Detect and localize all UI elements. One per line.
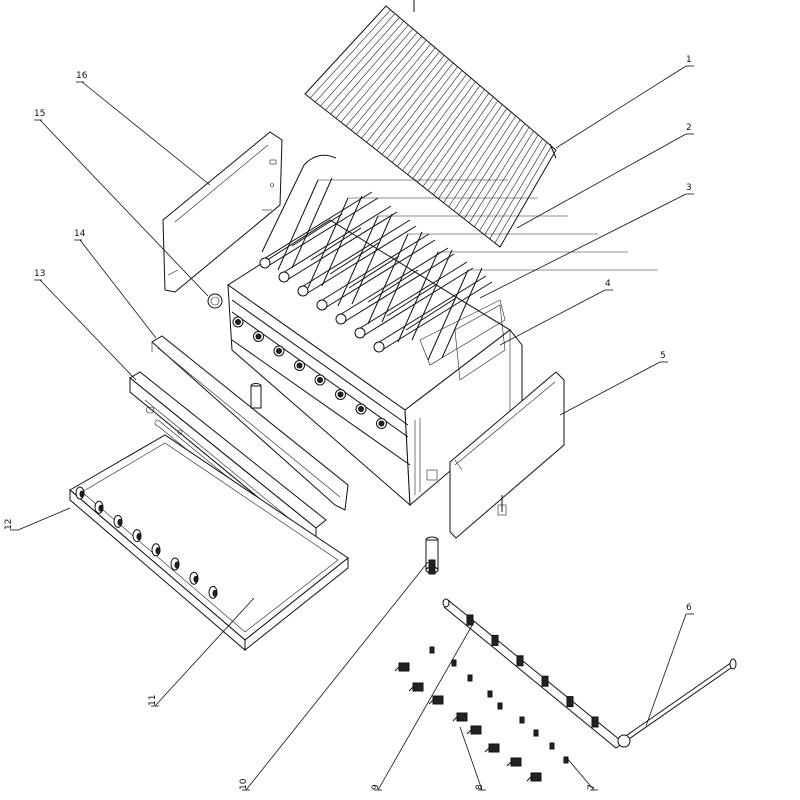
fitting-icon (456, 712, 468, 722)
drip-tray (69, 434, 349, 652)
burner-end-icon (373, 341, 385, 353)
callout-label-12: 12 (4, 519, 14, 530)
callout-label-4: 4 (605, 279, 611, 289)
fitting-icon (488, 743, 500, 753)
callout-label-8: 8 (475, 784, 485, 790)
burner-end-icon (316, 299, 328, 311)
fitting-icon (533, 729, 539, 737)
valve-icon (466, 614, 474, 626)
callout-label-14: 14 (74, 229, 86, 239)
fitting-icon (530, 772, 542, 782)
front-rail (151, 335, 349, 511)
fitting-icon (487, 690, 493, 698)
fitting-icon (563, 756, 569, 764)
fitting-icon (497, 702, 503, 710)
top-grate (304, 0, 557, 248)
valve-icon (516, 655, 524, 667)
fitting-icon (398, 662, 410, 672)
leg-back (250, 383, 262, 409)
burner-end-icon (335, 313, 347, 325)
callout-label-16: 16 (76, 71, 88, 81)
burner-end-icon (297, 285, 309, 297)
callout-label-6: 6 (686, 603, 692, 613)
burner-end-icon (278, 271, 290, 283)
callout-label-3: 3 (686, 183, 692, 193)
fitting-icon (467, 674, 473, 682)
valve-icon (591, 716, 599, 728)
fitting-icon (470, 725, 482, 735)
callout-label-11: 11 (148, 695, 158, 706)
callouts: 1 2 3 4 5 6 7 8 9 10 (4, 55, 694, 791)
right-side-panel (449, 371, 565, 539)
main-body (227, 154, 658, 507)
callout-label-2: 2 (686, 123, 692, 133)
callout-label-7: 7 (587, 784, 597, 790)
fitting-icon (549, 742, 555, 750)
leg-front (425, 536, 439, 575)
callout-label-15: 15 (34, 109, 45, 119)
callout-label-1: 1 (686, 55, 692, 65)
callout-label-5: 5 (660, 351, 666, 361)
fitting-icon (519, 716, 525, 724)
gas-manifold (442, 598, 737, 749)
side-bracket-plate (162, 131, 283, 293)
fitting-icon (510, 757, 522, 767)
control-panel (129, 371, 327, 547)
valve-icon (566, 696, 574, 708)
small-knob (207, 293, 223, 309)
fitting-icon (451, 659, 457, 667)
callout-label-9: 9 (371, 784, 381, 790)
callout-label-13: 13 (34, 269, 45, 279)
fitting-icon (432, 695, 444, 705)
burner-end-icon (259, 257, 271, 269)
fitting-icon (412, 682, 424, 692)
valve-icon (491, 634, 499, 646)
fitting-icon (429, 646, 435, 654)
burner-end-icon (354, 327, 366, 339)
callout-label-10: 10 (239, 778, 249, 790)
valve-icon (541, 675, 549, 687)
fittings (394, 646, 569, 782)
